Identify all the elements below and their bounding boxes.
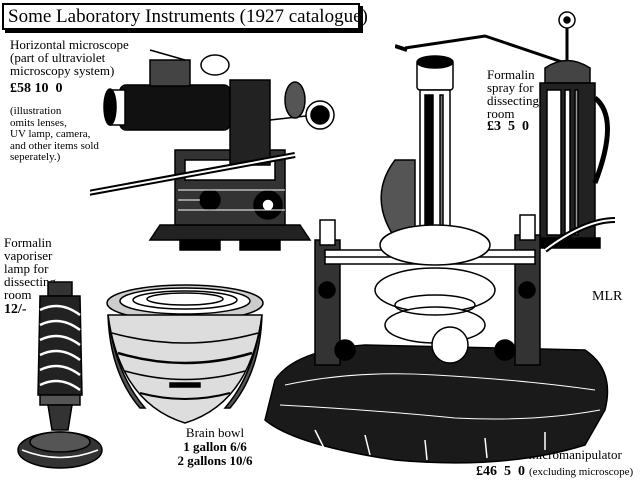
- caption-line: spray for: [487, 80, 534, 95]
- formalin-vaporiser-price: 12/-: [4, 302, 27, 317]
- horizontal-microscope-caption: Horizontal microscope (part of ultraviol…: [10, 38, 129, 77]
- caption-line: Horizontal microscope: [10, 37, 129, 52]
- caption-line: lamp for: [4, 261, 49, 276]
- note-line: UV lamp, camera,: [10, 128, 91, 140]
- brain-bowl-caption: Brain bowl: [185, 425, 245, 440]
- note-line: omits lenses,: [10, 116, 67, 129]
- micromanipulator-price-line: £46 5 0 (excluding microscope): [476, 462, 633, 480]
- caption-line: dissecting: [487, 93, 539, 108]
- caption-line: Formalin: [4, 235, 52, 250]
- micromanipulator-illustration: [264, 55, 615, 464]
- formalin-spray-illustration: [395, 11, 610, 249]
- caption-line: Formalin: [487, 67, 535, 82]
- caption-line: microscopy system): [10, 63, 115, 78]
- note-line: and other items sold: [10, 139, 99, 152]
- caption-line: room: [487, 106, 515, 121]
- page-title: Some Laboratory Instruments (1927 catalo…: [2, 3, 368, 30]
- price-line: 2 gallons 10/6: [177, 453, 253, 468]
- note-line: (illustration: [10, 105, 62, 117]
- horizontal-microscope-price: £58 10 0: [10, 81, 63, 96]
- price-line: 1 gallon 6/6: [183, 439, 247, 454]
- micromanipulator-note: (excluding microscope): [529, 466, 634, 478]
- signature: MLR: [592, 289, 623, 304]
- formalin-spray-price: £3 5 0: [487, 119, 529, 134]
- caption-line: vaporiser: [4, 248, 53, 263]
- formalin-vaporiser-caption: Formalin vaporiser lamp for dissecting r…: [4, 236, 56, 301]
- brain-bowl-prices: 1 gallon 6/6 2 gallons 10/6: [130, 440, 300, 468]
- caption-line: room: [4, 287, 32, 302]
- note-line: seperately.): [10, 151, 61, 163]
- caption-line: dissecting: [4, 274, 56, 289]
- formalin-vaporiser-illustration: [17, 281, 103, 469]
- horizontal-microscope-illustration: [90, 49, 335, 251]
- horizontal-microscope-note: (illustration omits lenses, UV lamp, cam…: [10, 105, 99, 164]
- micromanipulator-price: £46 5 0: [476, 464, 525, 479]
- caption-line: (part of ultraviolet: [10, 50, 106, 65]
- formalin-spray-caption: Formalin spray for dissecting room: [487, 68, 539, 120]
- brain-bowl-illustration: [106, 284, 264, 424]
